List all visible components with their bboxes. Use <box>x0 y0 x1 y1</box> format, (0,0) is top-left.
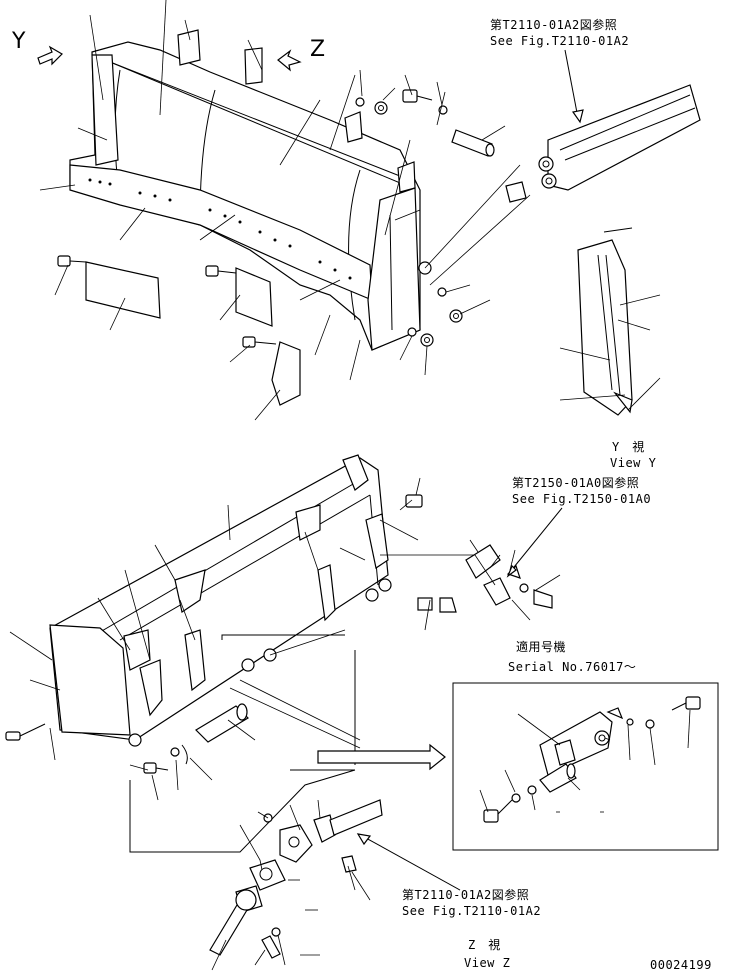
view-z-title-ja: Z 視 <box>468 938 501 952</box>
top-blade-assembly <box>37 0 531 421</box>
view-letter-y: Y <box>12 29 26 54</box>
serial-label-en: Serial No.76017〜 <box>508 660 637 674</box>
mid-reference-en: See Fig.T2150-01A0 <box>512 492 652 506</box>
callout-frame <box>129 769 356 853</box>
view-z-detail <box>209 799 461 971</box>
detail-arrow <box>317 743 446 771</box>
view-letter-z: Z <box>310 37 326 62</box>
view-y-title-ja: Y 視 <box>612 440 645 454</box>
lower-blade-assembly <box>5 454 561 801</box>
drawing-number: 00024199 <box>650 958 712 972</box>
view-y-detail <box>559 227 661 416</box>
mid-reference-ja: 第T2150-01A0図参照 <box>512 476 640 490</box>
view-z-title-en: View Z <box>464 956 511 970</box>
serial-label-ja: 適用号機 <box>516 640 567 654</box>
link-assembly-top-right <box>538 49 701 191</box>
top-reference-ja: 第T2110-01A2図参照 <box>490 18 618 32</box>
bottom-reference-ja: 第T2110-01A2図参照 <box>402 888 530 902</box>
serial-detail-parts <box>479 696 701 823</box>
view-y-title-en: View Y <box>610 456 657 470</box>
top-reference-en: See Fig.T2110-01A2 <box>490 34 630 48</box>
serial-detail-box <box>452 682 719 851</box>
bottom-reference-en: See Fig.T2110-01A2 <box>402 904 542 918</box>
